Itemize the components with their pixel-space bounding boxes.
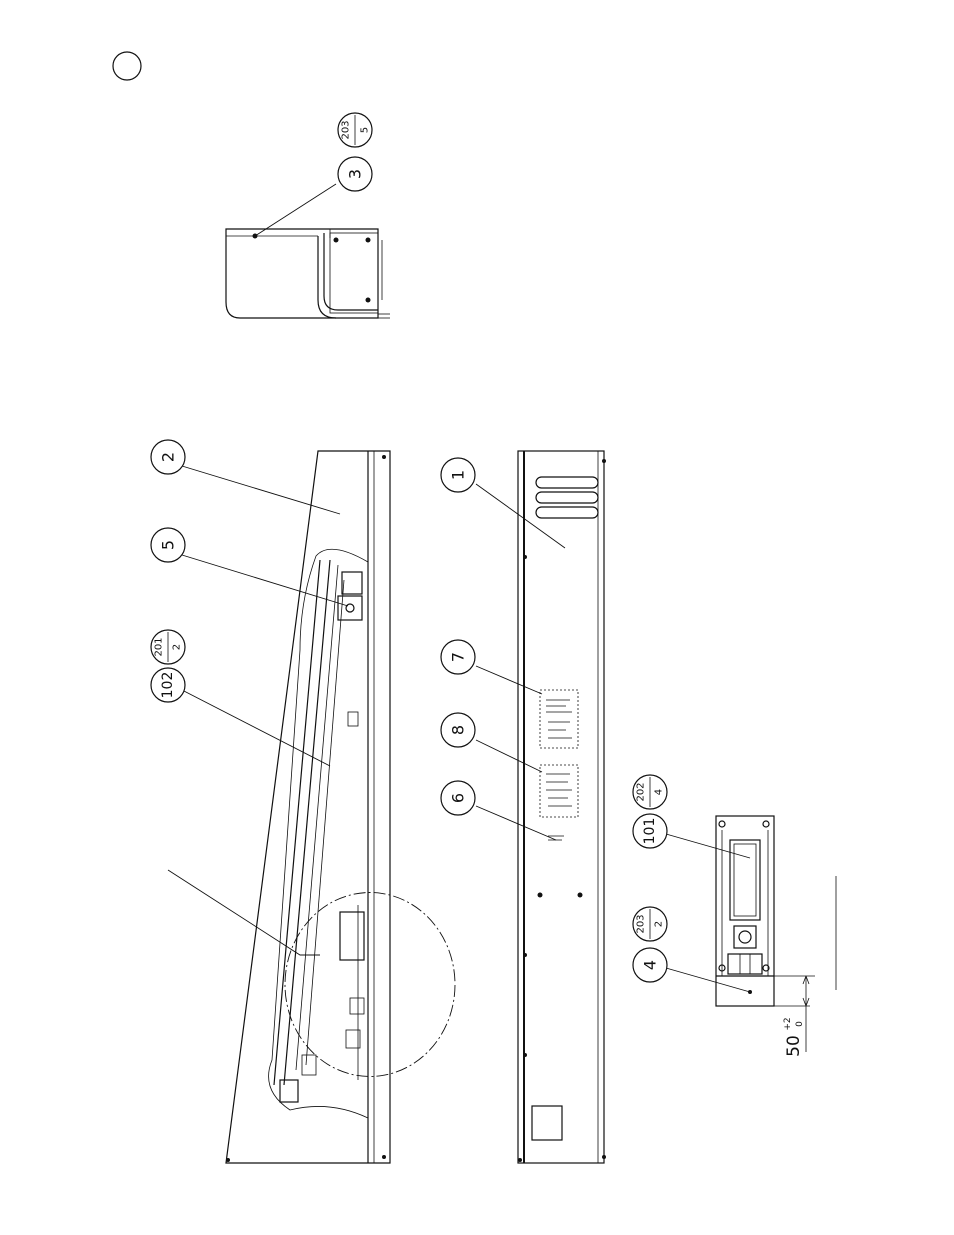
housing-view (518, 451, 606, 1163)
callout-8: 8 (441, 713, 475, 747)
dimension-label: 50 +2 0 (783, 1017, 805, 1056)
callout-102: 102 (151, 668, 185, 702)
svg-text:0: 0 (795, 1021, 805, 1027)
callout-2: 2 (151, 440, 185, 474)
svg-text:4: 4 (641, 960, 660, 970)
svg-text:6: 6 (449, 793, 468, 803)
svg-text:203: 203 (341, 120, 352, 139)
leader-lines (168, 184, 750, 992)
sheet-marker-circle (113, 52, 141, 80)
svg-text:1: 1 (449, 470, 468, 480)
callout-7: 7 (441, 640, 475, 674)
svg-text:203: 203 (636, 914, 647, 933)
svg-text:3: 3 (346, 169, 365, 179)
callout-4: 4 (633, 948, 667, 982)
svg-text:5: 5 (159, 540, 178, 550)
svg-text:50: 50 (784, 1035, 804, 1057)
svg-text:202: 202 (636, 782, 647, 801)
svg-text:2: 2 (159, 452, 178, 462)
callout-3: 3 (338, 157, 372, 191)
svg-text:102: 102 (160, 672, 176, 699)
callout-5: 5 (151, 528, 185, 562)
svg-text:2: 2 (654, 921, 665, 927)
callout-6: 6 (441, 781, 475, 815)
reference-201-2: 201 2 (151, 630, 185, 664)
reference-202-4: 202 4 (633, 775, 667, 809)
svg-text:2: 2 (172, 644, 183, 650)
reference-203-5: 203 5 (338, 113, 372, 147)
callout-1: 1 (441, 458, 475, 492)
callout-101: 101 (633, 814, 667, 848)
reference-203-2: 203 2 (633, 907, 667, 941)
svg-text:101: 101 (642, 818, 658, 845)
svg-text:201: 201 (154, 637, 165, 656)
end-detail (716, 816, 836, 1052)
svg-text:8: 8 (449, 725, 468, 735)
side-view (226, 451, 455, 1163)
svg-text:5: 5 (360, 127, 371, 133)
svg-text:7: 7 (449, 652, 468, 662)
end-view (226, 229, 390, 318)
svg-text:+2: +2 (783, 1017, 793, 1030)
svg-text:4: 4 (654, 789, 665, 795)
